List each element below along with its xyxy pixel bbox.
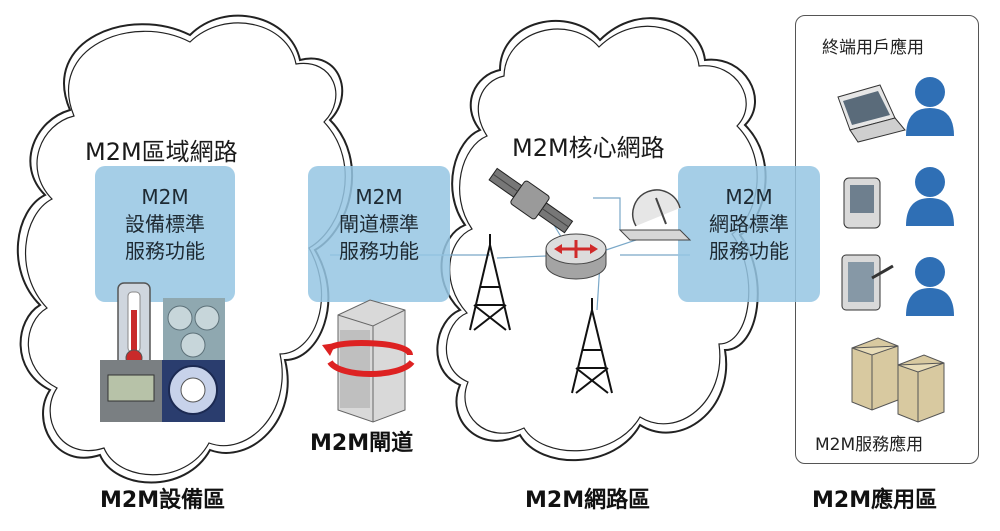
gateway-label: M2M閘道 bbox=[310, 431, 414, 456]
gateway-service-text: M2M 閘道標準 服務功能 bbox=[308, 184, 450, 265]
device-zone-label: M2M設備區 bbox=[100, 488, 226, 513]
box-line: 設備標準 bbox=[125, 212, 205, 236]
box-line: 服務功能 bbox=[339, 239, 419, 263]
end-user-apps-title: 終端用戶應用 bbox=[822, 38, 924, 58]
device-cloud-title: M2M區域網路 bbox=[85, 138, 238, 166]
box-line: 網路標準 bbox=[709, 212, 789, 236]
box-line: 服務功能 bbox=[709, 239, 789, 263]
box-line: 服務功能 bbox=[125, 239, 205, 263]
app-zone-label: M2M應用區 bbox=[812, 488, 938, 513]
device-service-box bbox=[95, 166, 235, 302]
network-service-text: M2M 網路標準 服務功能 bbox=[678, 184, 820, 265]
device-service-text: M2M 設備標準 服務功能 bbox=[95, 184, 235, 265]
box-line: 閘道標準 bbox=[339, 212, 419, 236]
network-cloud-title: M2M核心網路 bbox=[512, 134, 665, 162]
application-panel bbox=[795, 15, 979, 464]
network-zone-label: M2M網路區 bbox=[525, 488, 651, 513]
gateway-service-box bbox=[308, 166, 450, 302]
network-service-box bbox=[678, 166, 820, 302]
box-line: M2M bbox=[355, 185, 403, 209]
m2m-service-app-label: M2M服務應用 bbox=[815, 435, 924, 455]
box-line: M2M bbox=[141, 185, 189, 209]
box-line: M2M bbox=[725, 185, 773, 209]
